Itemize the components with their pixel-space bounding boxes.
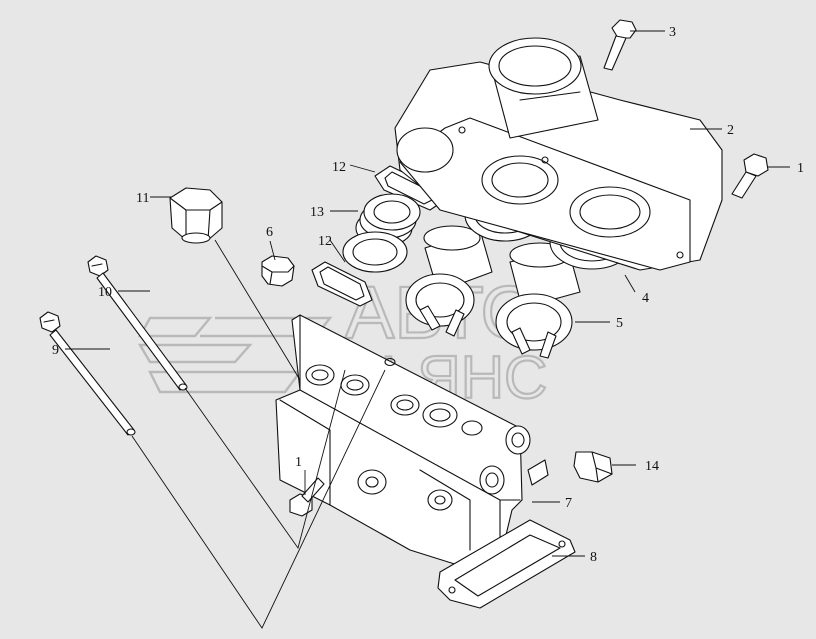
callout-8: 8 (590, 550, 597, 565)
callout-6: 6 (266, 225, 273, 240)
bolt-10 (87, 255, 188, 391)
leader-lines (65, 30, 790, 629)
bolt-1-upper (731, 153, 769, 199)
callout-numbers: 3 2 1 4 5 12 13 12 11 6 10 9 1 14 7 8 (52, 25, 804, 565)
callout-9: 9 (52, 343, 59, 358)
valve-assembly-5-left (405, 225, 493, 337)
callout-12-lower: 12 (318, 234, 332, 249)
plug-6 (261, 255, 295, 287)
seal-13 (355, 193, 421, 247)
callout-14: 14 (645, 459, 659, 474)
callout-12-upper: 12 (332, 160, 346, 175)
callout-5: 5 (616, 316, 623, 331)
bolt-9 (39, 311, 136, 436)
gasket-8 (437, 519, 576, 609)
callout-3: 3 (669, 25, 676, 40)
callout-7: 7 (565, 496, 572, 511)
plug-14 (573, 451, 613, 483)
valve-assembly-5-right (495, 242, 581, 359)
callout-1: 1 (797, 161, 804, 176)
seal-12-lower (311, 231, 408, 307)
callout-4: 4 (642, 291, 649, 306)
cover-2 (394, 37, 723, 271)
callout-11: 11 (136, 191, 149, 206)
plug-11 (169, 187, 223, 244)
valve-housing-7 (275, 314, 549, 573)
callout-2: 2 (727, 123, 734, 138)
screw-3 (603, 19, 637, 71)
callout-10: 10 (98, 285, 112, 300)
callout-1-lower: 1 (295, 455, 302, 470)
callout-13: 13 (310, 205, 324, 220)
